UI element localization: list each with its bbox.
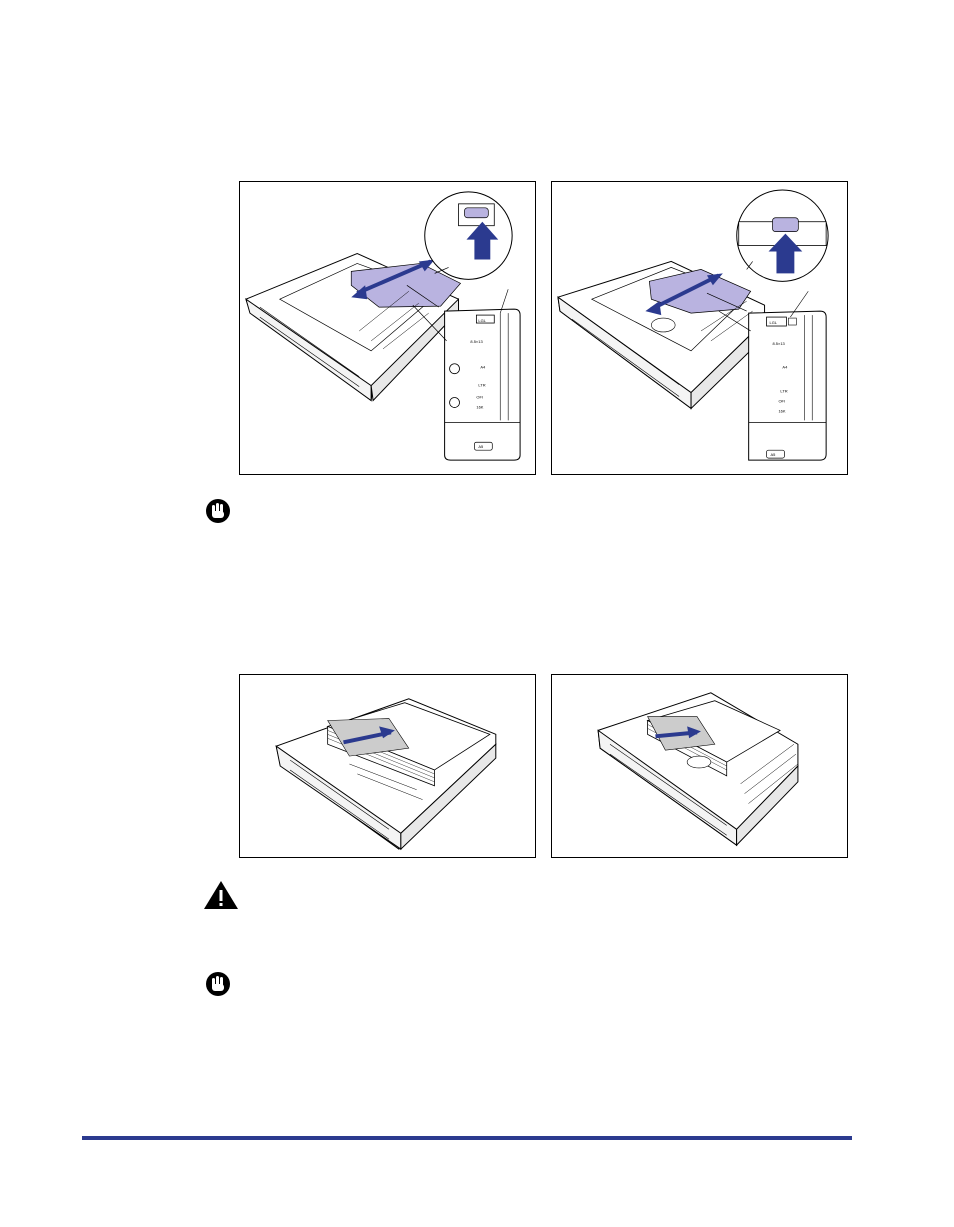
figure-load-paper-left xyxy=(239,674,536,858)
footer-rule xyxy=(82,1136,852,1140)
warning-triangle-icon xyxy=(203,880,239,910)
svg-text:LGL: LGL xyxy=(770,320,778,325)
svg-text:OFI: OFI xyxy=(778,398,785,403)
svg-text:8.5×13: 8.5×13 xyxy=(470,339,483,344)
paper-drawer-illustration: LGL 8.5×13 A4 LTR OFI 16K A5 xyxy=(240,182,535,474)
svg-text:LTR: LTR xyxy=(478,383,485,388)
svg-text:A5: A5 xyxy=(478,444,484,449)
paper-drawer-loading-illustration xyxy=(552,675,847,857)
figure-guide-adjust-left: LGL 8.5×13 A4 LTR OFI 16K A5 xyxy=(239,181,536,475)
figure-load-paper-right xyxy=(551,674,848,858)
svg-text:LGL: LGL xyxy=(478,318,486,323)
paper-drawer-loading-illustration xyxy=(240,675,535,857)
hand-stop-icon xyxy=(205,498,231,524)
hand-stop-icon xyxy=(205,971,231,997)
svg-text:A4: A4 xyxy=(782,365,788,370)
svg-text:OFI: OFI xyxy=(476,395,483,400)
figure-guide-adjust-right: LGL 8.5×13 A4 LTR OFI 16K A5 xyxy=(551,181,848,475)
svg-text:8.5×13: 8.5×13 xyxy=(773,341,786,346)
svg-text:16K: 16K xyxy=(476,404,483,409)
svg-text:A4: A4 xyxy=(480,365,486,370)
svg-text:LTR: LTR xyxy=(780,389,787,394)
paper-drawer-illustration: LGL 8.5×13 A4 LTR OFI 16K A5 xyxy=(552,182,847,474)
svg-text:16K: 16K xyxy=(778,408,785,413)
svg-text:A5: A5 xyxy=(771,452,777,457)
